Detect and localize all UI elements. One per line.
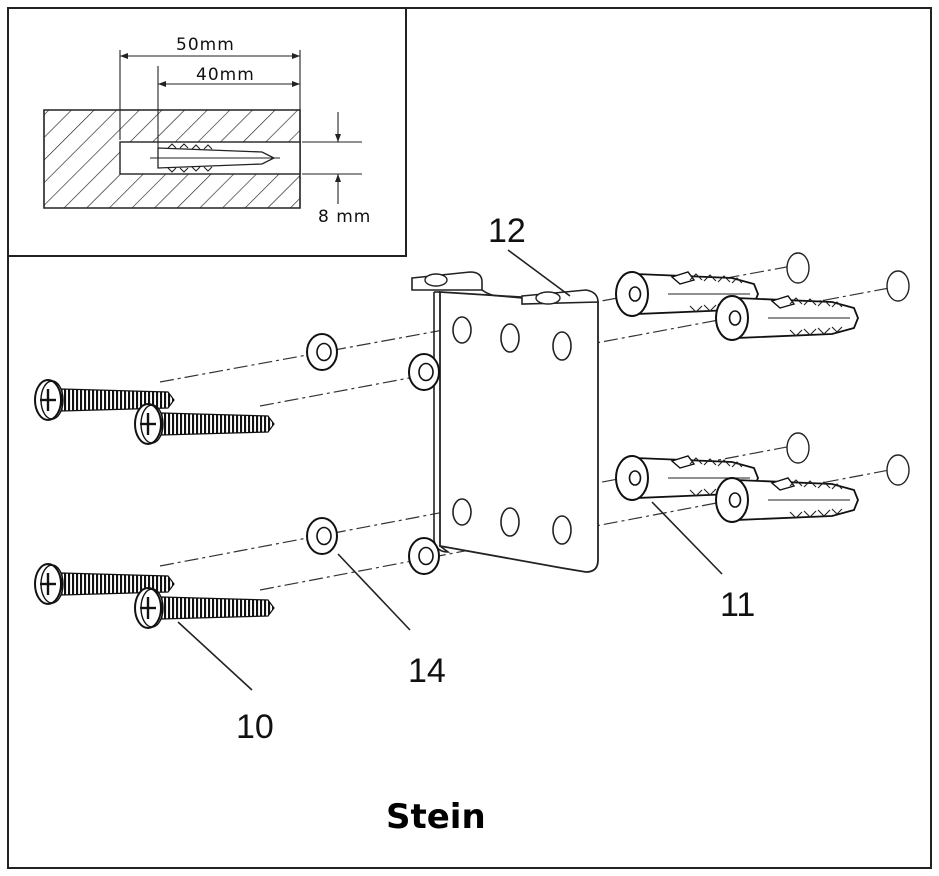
wall-hole: [786, 252, 810, 284]
outer-frame: [7, 7, 932, 869]
washer-icon: [306, 517, 338, 555]
washer-icon: [408, 353, 440, 391]
wall-holes: [786, 252, 910, 486]
dowel-icon: [715, 295, 859, 341]
leader-lines: [177, 249, 723, 691]
wall-hole: [786, 432, 810, 464]
dowel-icon: [715, 477, 859, 523]
caption: Stein: [386, 797, 486, 837]
wall-hole: [886, 270, 910, 302]
dim-hole-label: 8 mm: [318, 207, 371, 227]
callout-washer: 14: [408, 652, 446, 690]
callout-screw: 10: [236, 708, 274, 746]
washer-icon: [408, 537, 440, 575]
callout-dowel: 11: [720, 586, 755, 624]
screw-icon: [133, 586, 276, 630]
dowel-in-hole-icon: [150, 143, 280, 173]
drilling-detail-inset: 50mm 40mm 8 mm: [7, 7, 407, 257]
callout-bracket: 12: [488, 212, 526, 250]
dim-outer-label: 50mm: [176, 35, 235, 55]
washer-icon: [306, 333, 338, 371]
wall-hole: [886, 454, 910, 486]
bracket-plate: [411, 271, 599, 573]
screw-icon: [133, 402, 276, 446]
dim-inner-label: 40mm: [196, 65, 255, 85]
